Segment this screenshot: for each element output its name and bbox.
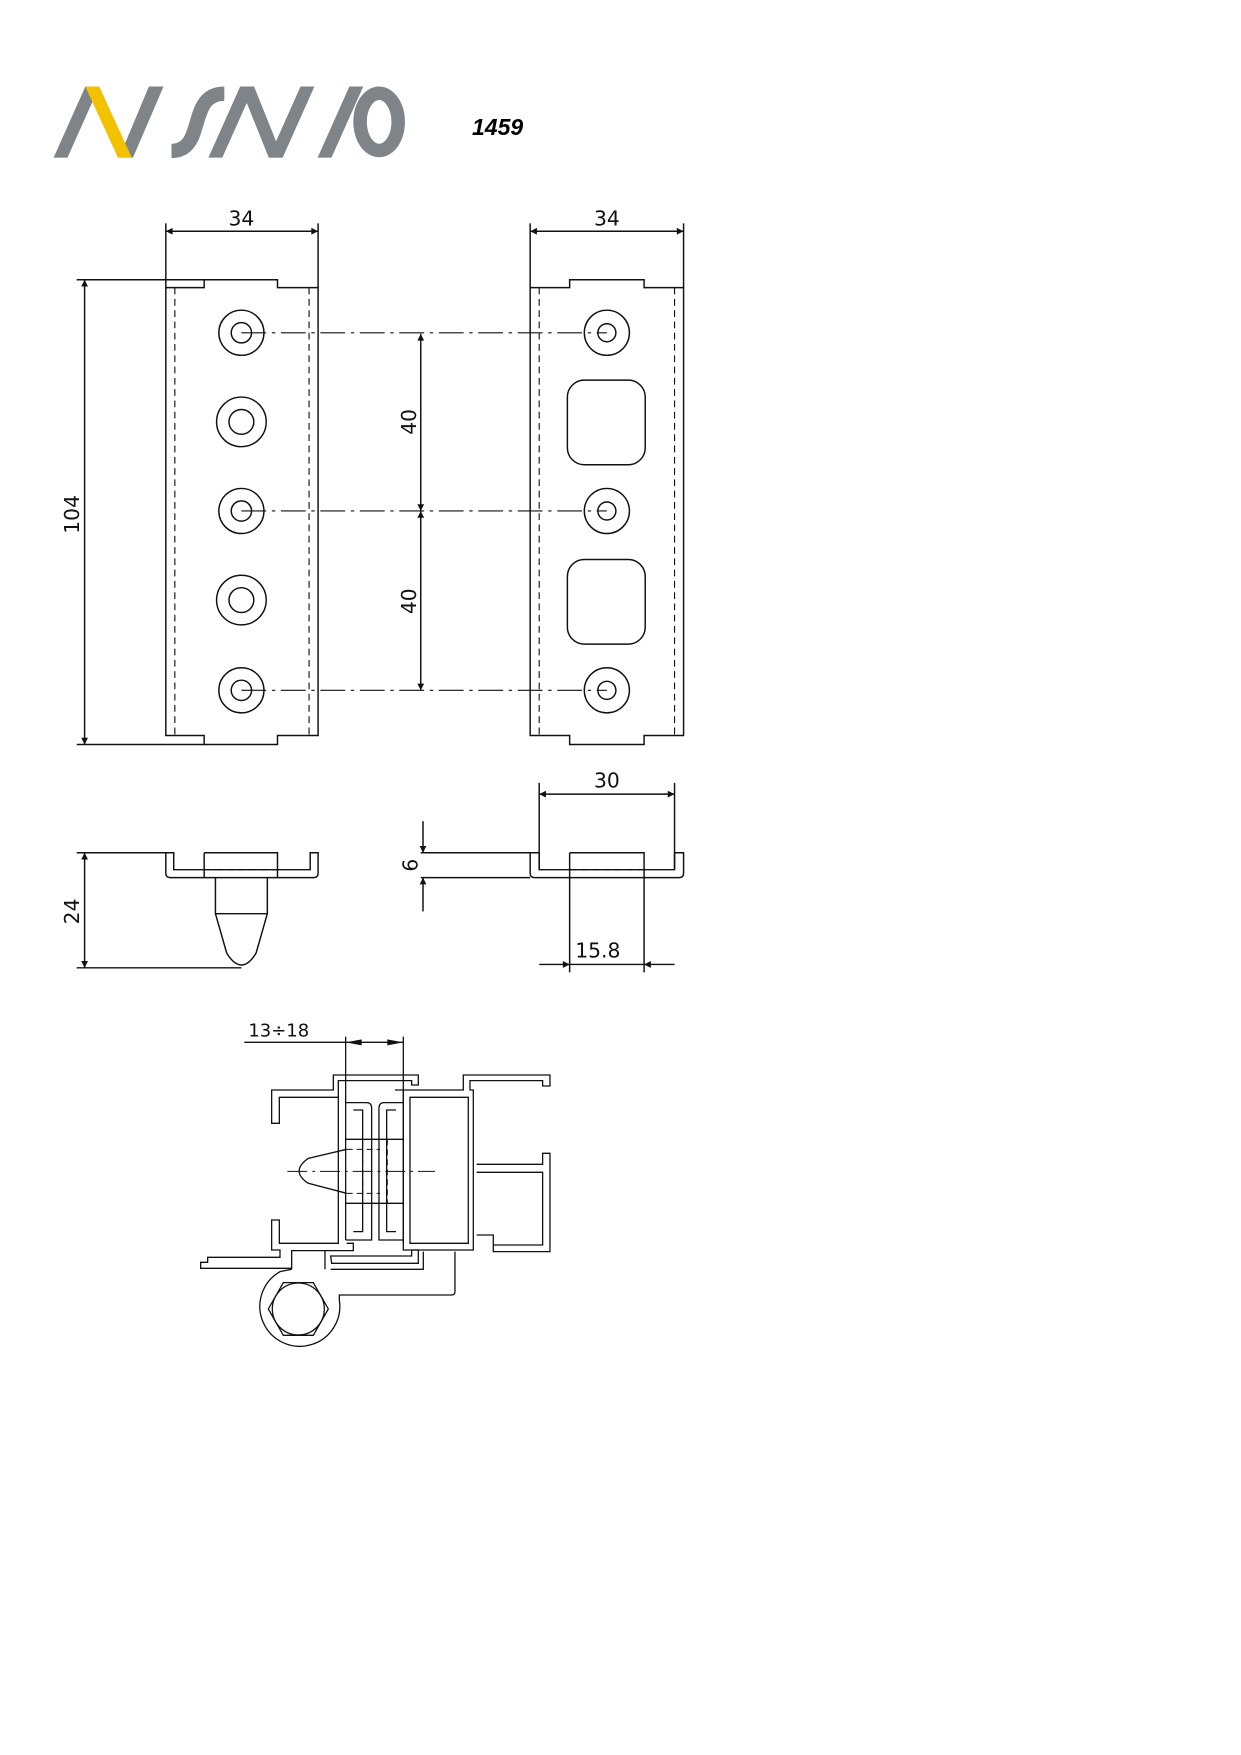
right-plate-front-view bbox=[529, 279, 685, 746]
left-plate-front-view bbox=[165, 279, 319, 746]
pin-hole bbox=[215, 574, 267, 626]
svg-text:40: 40 bbox=[397, 588, 421, 614]
hole-centerlines bbox=[241, 332, 607, 691]
svg-text:40: 40 bbox=[397, 409, 421, 435]
svg-text:13÷18: 13÷18 bbox=[248, 1021, 309, 1042]
svg-text:24: 24 bbox=[60, 899, 84, 925]
left-plate-side-view: 24 bbox=[60, 852, 319, 969]
svg-text:104: 104 bbox=[60, 495, 84, 534]
savio-logo bbox=[53, 86, 405, 159]
dimension-width-right: 34 bbox=[529, 207, 685, 288]
svg-text:6: 6 bbox=[398, 859, 422, 872]
svg-text:30: 30 bbox=[594, 768, 620, 792]
dimension-height: 104 bbox=[60, 279, 205, 746]
dimension-width-left: 34 bbox=[165, 207, 319, 288]
assembly-section-view: 13÷18 bbox=[200, 1021, 551, 1347]
square-cutout bbox=[566, 379, 646, 466]
svg-text:34: 34 bbox=[228, 207, 254, 231]
dimension-spacing: 40 40 bbox=[397, 333, 425, 691]
svg-text:15.8: 15.8 bbox=[575, 939, 620, 963]
svg-text:34: 34 bbox=[594, 207, 620, 231]
right-plate-side-view: 6 30 15.8 bbox=[398, 768, 685, 973]
pin-hole bbox=[215, 396, 267, 448]
product-code: 1459 bbox=[472, 114, 523, 140]
square-cutout bbox=[566, 558, 646, 645]
